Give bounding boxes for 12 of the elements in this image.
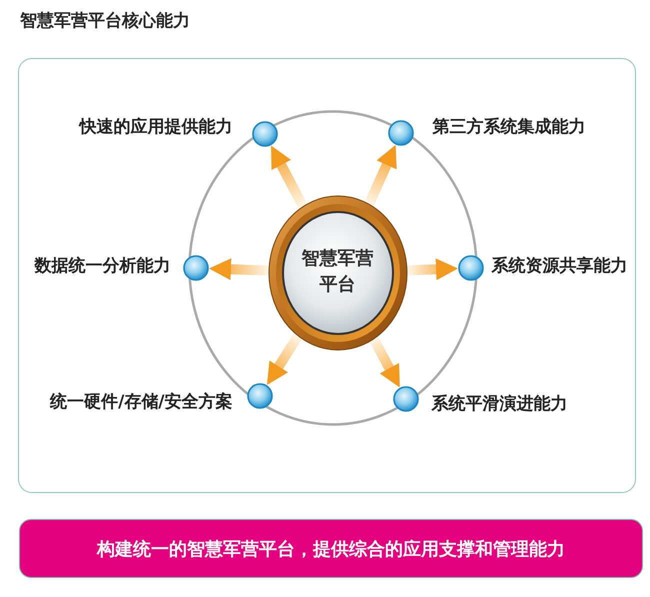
panel: [18, 58, 636, 493]
capability-label: 统一硬件/存储/安全方案: [50, 390, 232, 412]
capability-label: 系统资源共享能力: [492, 254, 628, 276]
arrow: [208, 258, 268, 280]
capability-label: 系统平滑演进能力: [432, 392, 568, 414]
capability-label: 第三方系统集成能力: [432, 116, 586, 138]
banner: 构建统一的智慧军营平台，提供综合的应用支撑和管理能力: [19, 519, 643, 578]
capability-label: 数据统一分析能力: [34, 254, 170, 276]
arrow: [408, 258, 458, 280]
hub-label: 智慧军营平台: [300, 246, 374, 296]
capability-label: 快速的应用提供能力: [80, 116, 232, 138]
title: 智慧军营平台核心能力: [20, 10, 190, 33]
